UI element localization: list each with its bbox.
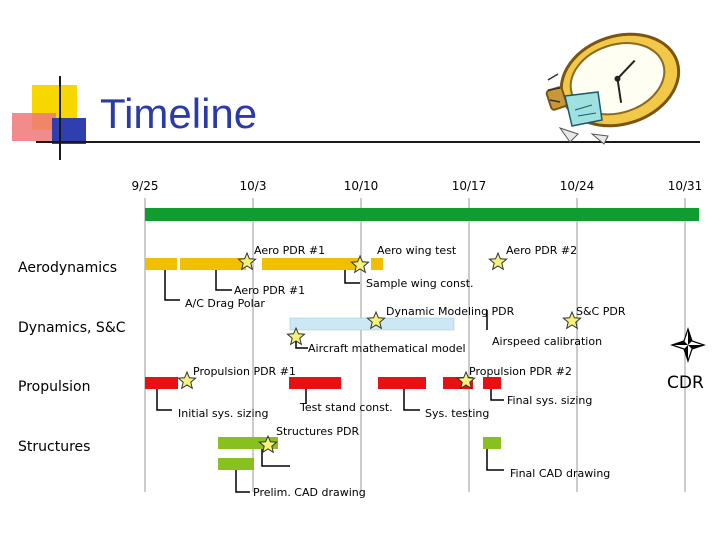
leader-line bbox=[164, 270, 180, 301]
task-label: Structures PDR bbox=[276, 425, 360, 438]
leader-lines bbox=[156, 270, 504, 493]
task-label: Initial sys. sizing bbox=[178, 407, 268, 420]
milestone-label: Aero PDR #1 bbox=[254, 244, 325, 257]
task-label: Sample wing const. bbox=[366, 277, 474, 290]
task-bar bbox=[145, 258, 177, 270]
page-title: Timeline bbox=[100, 90, 257, 137]
milestone-label: Dynamic Modeling PDR bbox=[386, 305, 515, 318]
leader-line bbox=[215, 270, 232, 291]
milestone-star-icon bbox=[562, 310, 582, 330]
milestone-label: Propulsion PDR #1 bbox=[193, 365, 296, 378]
milestone-star-icon bbox=[350, 254, 370, 274]
milestone-label: Airspeed calibration bbox=[492, 335, 602, 348]
flying-paper-icon bbox=[547, 73, 609, 145]
date-label: 9/25 bbox=[132, 179, 159, 193]
decor-red-block bbox=[12, 113, 56, 141]
milestone-star-icon bbox=[456, 370, 476, 390]
milestone-label: Aero PDR #2 bbox=[506, 244, 577, 257]
task-bar bbox=[378, 377, 426, 389]
task-bar bbox=[371, 258, 383, 270]
task-bar bbox=[262, 258, 360, 270]
task-label: Aircraft mathematical model bbox=[308, 342, 466, 355]
date-label: 10/3 bbox=[240, 179, 267, 193]
task-bar bbox=[218, 458, 254, 470]
title-decoration bbox=[12, 76, 700, 160]
task-bar bbox=[180, 258, 246, 270]
milestone-label: Propulsion PDR #2 bbox=[469, 365, 572, 378]
clock-clipart-icon bbox=[545, 32, 681, 128]
task-bar bbox=[218, 437, 278, 449]
lane-label-structures: Structures bbox=[18, 439, 90, 455]
date-label: 10/10 bbox=[344, 179, 379, 193]
leader-line bbox=[403, 389, 420, 411]
decor-blue-block bbox=[52, 118, 86, 144]
milestone-star-icon bbox=[258, 434, 278, 454]
task-label: Final sys. sizing bbox=[507, 394, 592, 407]
milestone-stars bbox=[177, 251, 582, 454]
milestone-star-icon bbox=[286, 326, 306, 346]
milestone-label: S&C PDR bbox=[576, 305, 626, 318]
task-label: Final CAD drawing bbox=[510, 467, 610, 480]
lane-label-dynamics: Dynamics, S&C bbox=[18, 320, 126, 336]
milestone-star-icon bbox=[237, 251, 257, 271]
compass-rose-icon bbox=[670, 327, 706, 363]
milestone-label: Aero wing test bbox=[377, 244, 457, 257]
lane-label-aerodynamics: Aerodynamics bbox=[18, 260, 117, 276]
task-bar bbox=[483, 377, 501, 389]
task-label: A/C Drag Polar bbox=[185, 297, 265, 310]
lane-label-propulsion: Propulsion bbox=[18, 379, 90, 395]
task-bars bbox=[145, 258, 501, 470]
cdr-label: CDR bbox=[667, 373, 704, 393]
date-label: 10/17 bbox=[452, 179, 487, 193]
timeline-axis-bar bbox=[145, 208, 699, 221]
task-label: Test stand const. bbox=[299, 401, 393, 414]
leader-line bbox=[486, 449, 504, 471]
date-axis: 9/25 10/3 10/10 10/17 10/24 10/31 bbox=[132, 179, 703, 193]
milestone-star-icon bbox=[177, 370, 197, 390]
date-label: 10/24 bbox=[560, 179, 595, 193]
milestone-star-icon bbox=[366, 310, 386, 330]
leader-line bbox=[261, 449, 290, 467]
task-label: Sys. testing bbox=[425, 407, 489, 420]
leader-line bbox=[156, 389, 172, 411]
task-label: Prelim. CAD drawing bbox=[253, 486, 366, 499]
leader-line bbox=[490, 389, 504, 401]
task-label: Aero PDR #1 bbox=[234, 284, 305, 297]
leader-line bbox=[344, 270, 360, 284]
task-bar bbox=[483, 437, 501, 449]
milestone-star-icon bbox=[488, 251, 508, 271]
task-bar bbox=[145, 377, 178, 389]
task-bar bbox=[289, 377, 341, 389]
leader-line bbox=[235, 470, 250, 493]
date-label: 10/31 bbox=[668, 179, 703, 193]
